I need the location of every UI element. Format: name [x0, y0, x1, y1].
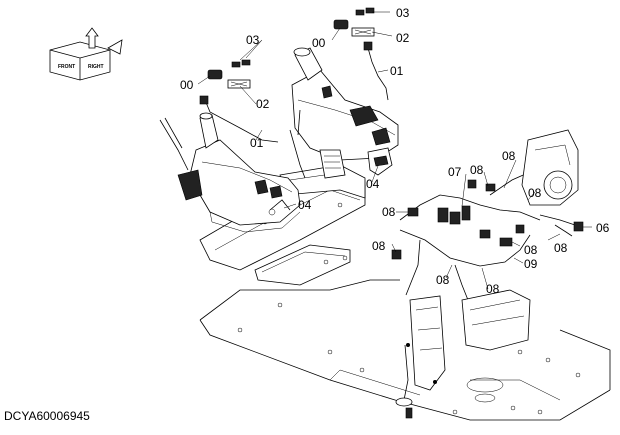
leader-lines — [197, 11, 592, 290]
right-control-console — [289, 47, 399, 179]
callout-08-d: 08 — [382, 205, 396, 219]
callout-00-left: 00 — [180, 78, 194, 92]
callout-02-left: 02 — [256, 97, 270, 111]
callout-09: 09 — [524, 257, 538, 271]
orientation-cube-icon: FRONT RIGHT — [49, 27, 123, 81]
callout-02-right: 02 — [396, 31, 410, 45]
callout-04-right: 04 — [366, 177, 380, 191]
pedal-bracket — [367, 147, 393, 176]
callout-03-left: 03 — [246, 33, 260, 47]
wiring-harness — [391, 129, 584, 301]
front-label: FRONT — [58, 64, 75, 70]
callout-08-a: 08 — [470, 163, 484, 177]
callout-08-h: 08 — [554, 241, 568, 255]
callout-07: 07 — [448, 165, 462, 179]
left-control-console — [159, 112, 301, 233]
vertical-bracket — [395, 289, 531, 419]
callout-08-b: 08 — [502, 149, 516, 163]
floor-plate — [199, 279, 611, 421]
callout-00-right: 00 — [312, 36, 326, 50]
callout-labels: 00 03 02 01 00 03 02 01 04 04 06 07 08 0… — [180, 6, 610, 296]
callout-03-right: 03 — [396, 6, 410, 20]
callout-08-c: 08 — [528, 186, 542, 200]
callout-08-f: 08 — [436, 273, 450, 287]
callout-08-e: 08 — [372, 239, 386, 253]
switch-parts-right — [333, 7, 389, 101]
callout-08-g: 08 — [524, 243, 538, 257]
switch-parts-left — [199, 59, 279, 143]
callout-01-left: 01 — [250, 136, 264, 150]
callout-08-i: 08 — [486, 282, 500, 296]
drawing-number: DCYA60006945 — [4, 409, 90, 423]
right-label: RIGHT — [88, 64, 104, 70]
callout-04-left: 04 — [298, 198, 312, 212]
callout-06: 06 — [596, 221, 610, 235]
callout-01-right: 01 — [390, 64, 404, 78]
